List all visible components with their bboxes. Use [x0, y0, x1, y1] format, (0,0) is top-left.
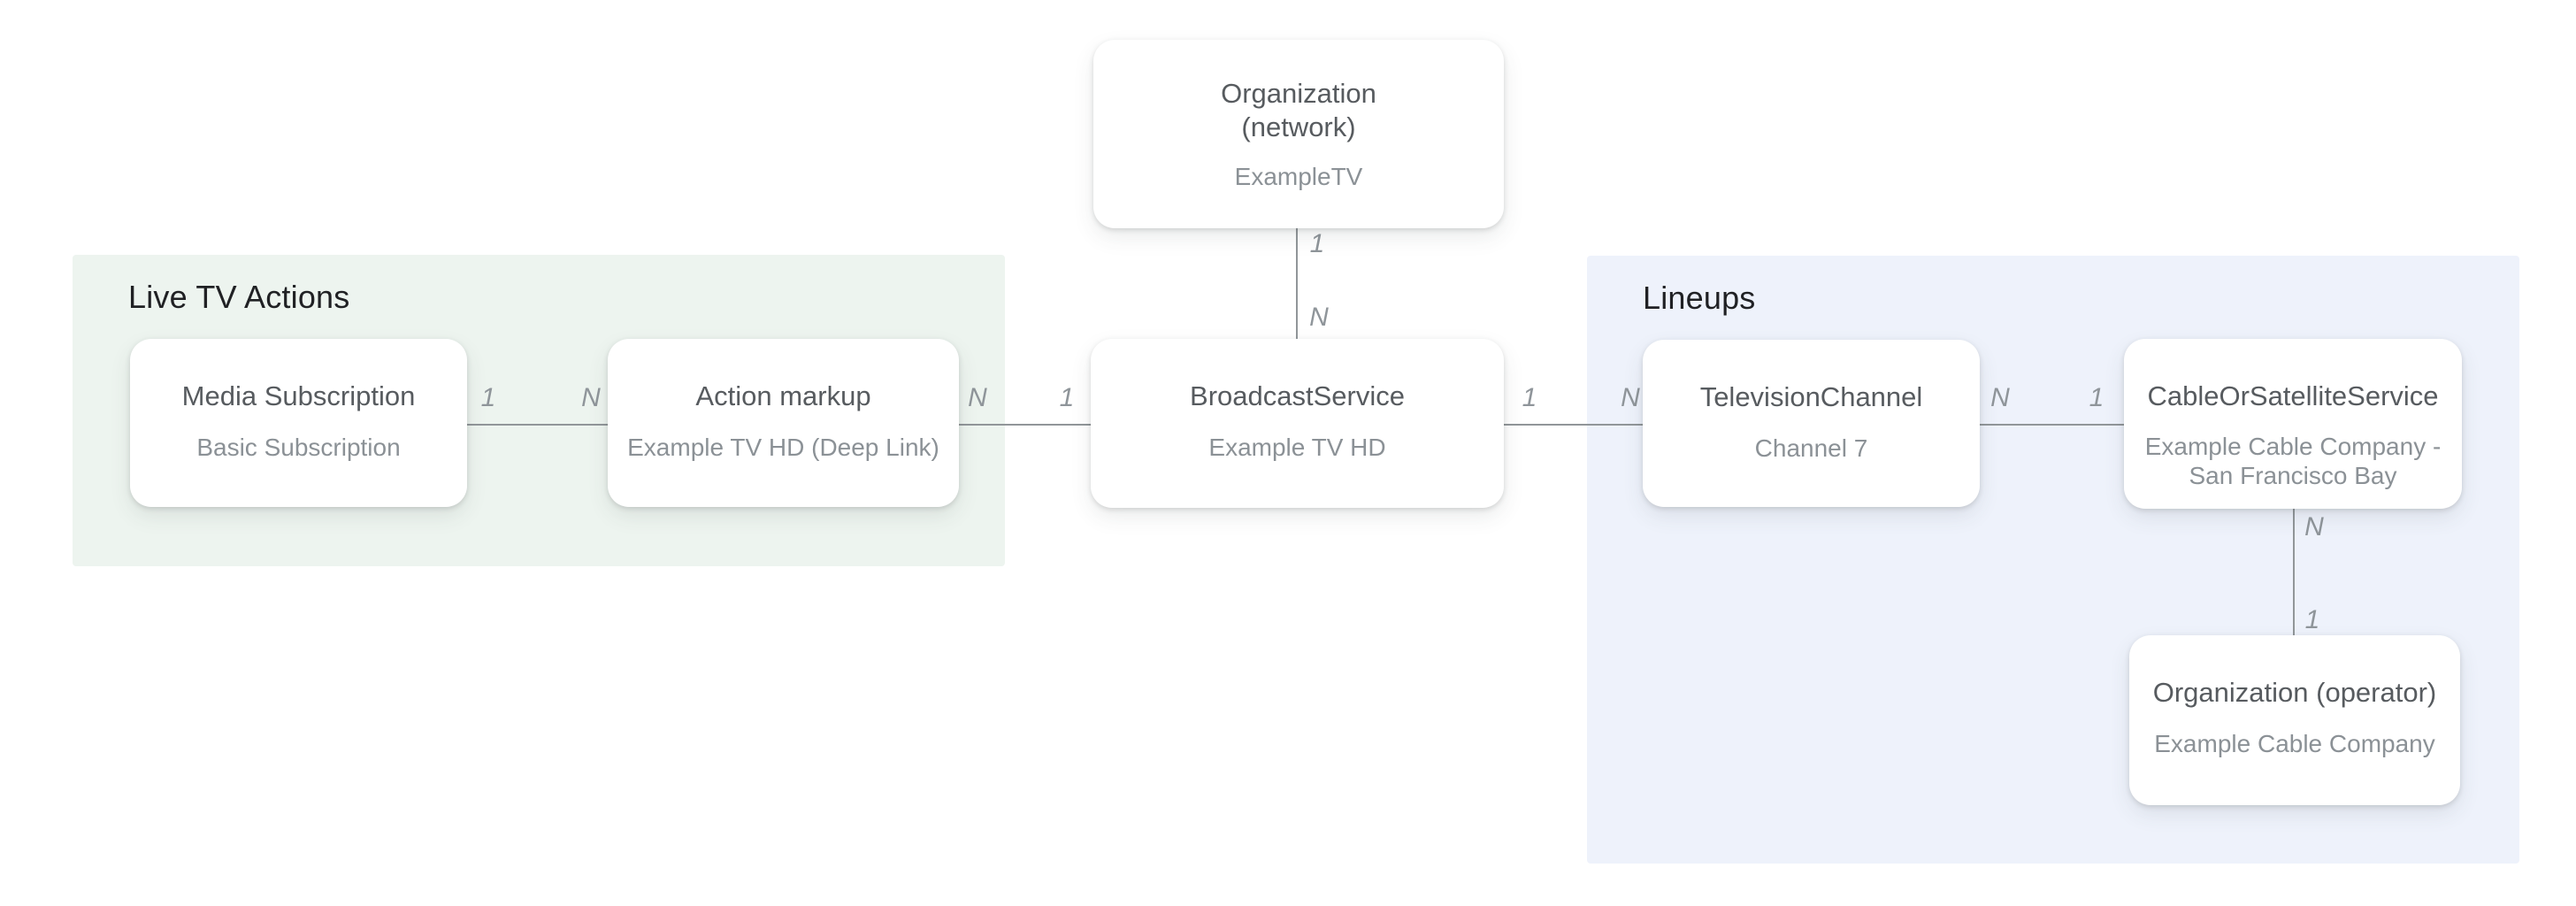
connector-orgnetwork-to-broadcast [1296, 228, 1298, 339]
cardinality-label: 1 [1522, 383, 1537, 412]
connector-cable-to-operator [2293, 509, 2295, 635]
node-subtitle: Example TV HD [1208, 434, 1386, 461]
node-cable-or-satellite-service: CableOrSatelliteService Example Cable Co… [2124, 339, 2462, 509]
cardinality-label: N [1621, 383, 1640, 412]
node-organization-operator: Organization (operator) Example Cable Co… [2129, 635, 2460, 805]
cardinality-label: 1 [1059, 383, 1075, 412]
connector-tv-to-cable [1980, 424, 2124, 426]
cardinality-label: N [1309, 303, 1329, 332]
cardinality-label: N [581, 383, 601, 412]
node-title: Media Subscription [181, 380, 416, 411]
cardinality-label: N [2304, 512, 2324, 541]
node-media-subscription: Media Subscription Basic Subscription [130, 339, 467, 507]
node-television-channel: TelevisionChannel Channel 7 [1643, 340, 1980, 507]
node-title: Organization (network) [1221, 78, 1376, 142]
node-title: Organization (operator) [2152, 677, 2437, 708]
cardinality-label: 1 [480, 383, 496, 412]
cardinality-label: N [968, 383, 987, 412]
node-subtitle: Example Cable Company - San Francisco Ba… [2144, 433, 2442, 489]
node-broadcast-service: BroadcastService Example TV HD [1091, 339, 1504, 508]
node-title: BroadcastService [1190, 380, 1405, 411]
node-subtitle: ExampleTV [1234, 163, 1363, 190]
node-title: Action markup [695, 380, 871, 411]
live-tv-actions-panel-title: Live TV Actions [128, 279, 350, 315]
node-subtitle: Channel 7 [1754, 434, 1868, 462]
node-action-markup: Action markup Example TV HD (Deep Link) [608, 339, 959, 507]
connector-media-to-action [467, 424, 608, 426]
connector-action-to-broadcast [959, 424, 1091, 426]
node-organization-network: Organization (network) ExampleTV [1093, 40, 1504, 228]
connector-broadcast-to-tv [1504, 424, 1643, 426]
node-subtitle: Example TV HD (Deep Link) [627, 434, 939, 461]
node-subtitle: Basic Subscription [196, 434, 401, 461]
cardinality-label: 1 [1309, 229, 1325, 258]
cardinality-label: 1 [2304, 605, 2320, 634]
lineups-panel-title: Lineups [1643, 280, 1756, 316]
cardinality-label: 1 [2089, 383, 2104, 412]
node-title: CableOrSatelliteService [2147, 380, 2439, 411]
node-title: TelevisionChannel [1699, 381, 1923, 412]
cardinality-label: N [1990, 383, 2010, 412]
node-subtitle: Example Cable Company [2154, 730, 2435, 757]
